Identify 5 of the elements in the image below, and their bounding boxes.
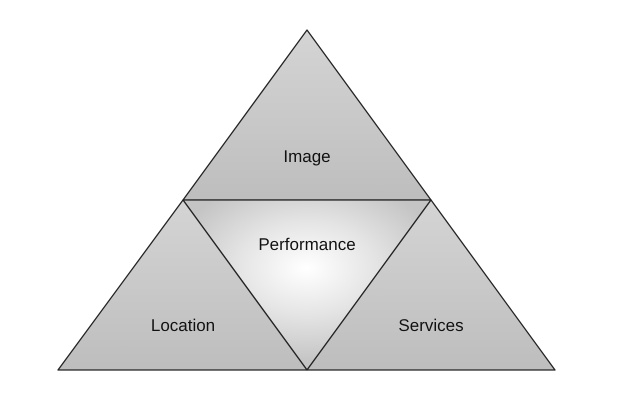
segment-label: Services — [398, 316, 464, 336]
segment-label: Performance — [258, 235, 356, 255]
triangle-segment — [183, 30, 431, 200]
segment-label: Location — [150, 316, 216, 336]
segment-label: Image — [283, 147, 331, 167]
